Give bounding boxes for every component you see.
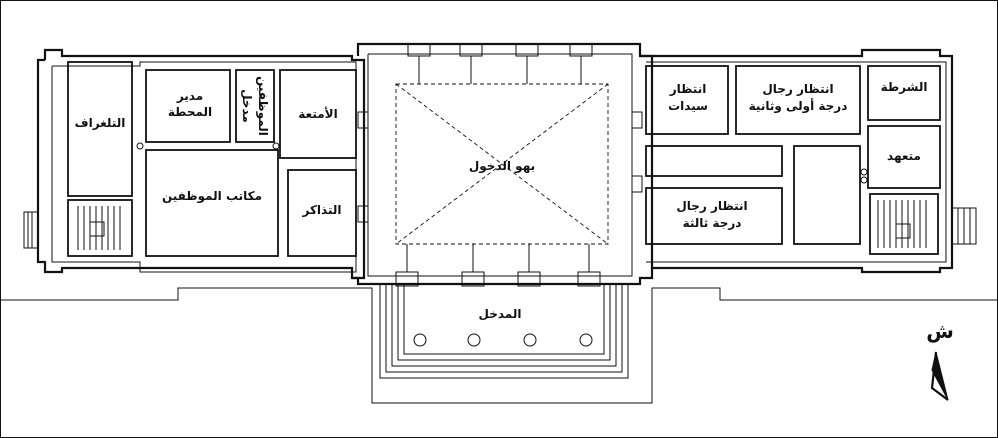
portico-column [413,333,427,347]
label-staff-entrance-line1: مدخل [240,89,254,123]
label-ladies-waiting-line2: سيدات [668,99,708,113]
portico-column [523,333,537,347]
label-entrance: المدخل [479,307,522,321]
label-contractor: متعهد [887,149,921,163]
label-station-manager-line1: مدير [176,89,203,103]
west-side-steps [23,211,39,249]
label-men-waiting-third-line1: انتظار رجال [676,199,747,213]
room-labels: التلغراف مدير المحطة مدخل الموظفين الأمت… [75,76,928,321]
portico-column [579,333,593,347]
west-rooms [67,61,357,257]
north-arrow: ش [926,319,954,401]
label-staff-offices: مكاتب الموظفين [162,189,262,204]
label-men-waiting-first-line1: انتظار رجال [762,82,833,96]
label-police: الشرطة [881,80,928,94]
label-luggage: الأمتعة [298,106,337,121]
hall-side-doors [357,111,643,223]
portico-column [467,333,481,347]
north-arrow-label: ش [926,319,954,343]
label-entrance-hall: بهو الدخول [469,159,535,174]
east-staircase [877,200,927,248]
building-walls [36,42,954,286]
label-tickets: التذاكر [301,203,341,217]
hall-columns [395,43,601,287]
label-station-manager-line2: المحطة [168,105,212,119]
east-side-steps [951,207,977,245]
label-staff-entrance-line2: الموظفين [255,76,270,136]
label-men-waiting-first-line2: درجة أولى وثانية [749,98,848,114]
entrance-portico [379,284,629,379]
hall-skylight [395,83,609,245]
label-telegraph: التلغراف [75,116,126,130]
west-staircase [77,206,121,250]
east-rooms [645,65,941,255]
label-ladies-waiting-line1: انتظار [669,82,707,96]
label-men-waiting-third-line2: درجة ثالثة [683,216,742,230]
